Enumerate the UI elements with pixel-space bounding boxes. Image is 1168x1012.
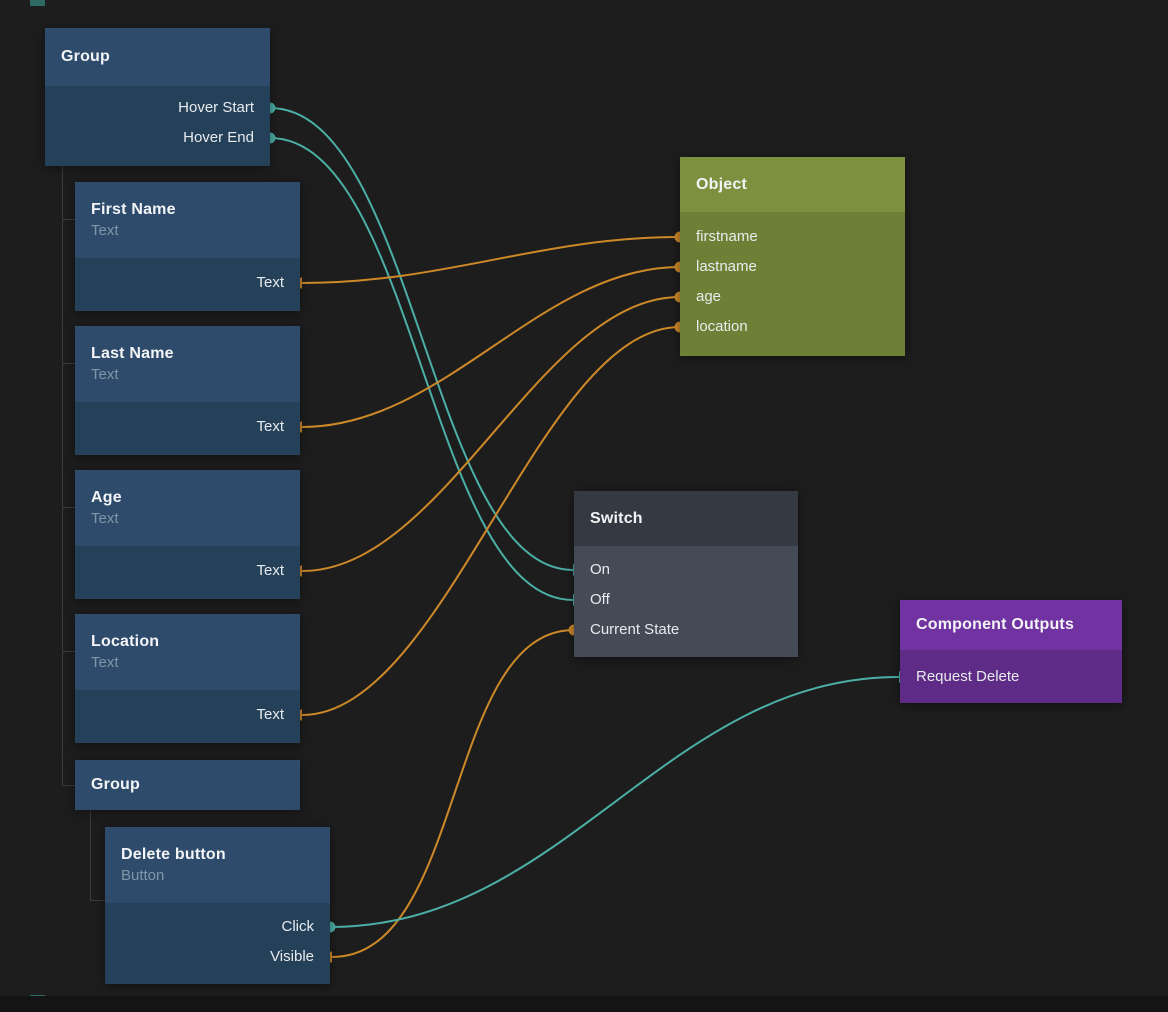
node-header: Group xyxy=(75,760,300,810)
port-label: Click xyxy=(281,918,315,935)
port-switch-current-state[interactable]: Current State xyxy=(574,615,798,645)
node-body: Text xyxy=(75,258,300,311)
node-body: firstname lastname age location xyxy=(680,212,905,356)
node-delete-button[interactable]: Delete button Button Click Visible xyxy=(105,827,330,984)
port-object-lastname[interactable]: lastname xyxy=(680,252,905,282)
bottom-bar xyxy=(0,996,1168,1012)
port-group-hover-end[interactable]: Hover End xyxy=(45,123,270,153)
port-switch-off[interactable]: Off xyxy=(574,585,798,615)
node-title: Component Outputs xyxy=(916,616,1075,633)
node-header: Switch xyxy=(574,491,798,546)
node-location[interactable]: Location Text Text xyxy=(75,614,300,743)
node-component-outputs[interactable]: Component Outputs Request Delete xyxy=(900,600,1122,703)
node-switch[interactable]: Switch On Off Current State xyxy=(574,491,798,657)
port-first-name-text[interactable]: Text xyxy=(75,268,300,298)
node-title: Switch xyxy=(590,509,643,527)
port-group-hover-start[interactable]: Hover Start xyxy=(45,93,270,123)
port-object-firstname[interactable]: firstname xyxy=(680,222,905,252)
port-label: Hover Start xyxy=(178,99,254,116)
node-type-label: Text xyxy=(91,510,119,527)
port-object-location[interactable]: location xyxy=(680,312,905,342)
node-header: Age Text xyxy=(75,470,300,546)
node-body: Hover Start Hover End xyxy=(45,86,270,166)
port-component-outputs-request-delete[interactable]: Request Delete xyxy=(900,662,1122,692)
port-object-age[interactable]: age xyxy=(680,282,905,312)
port-label: Text xyxy=(256,706,284,723)
port-label: Text xyxy=(256,562,284,579)
node-title: Last Name xyxy=(91,345,174,362)
node-body: On Off Current State xyxy=(574,546,798,657)
node-header: Component Outputs xyxy=(900,600,1122,650)
port-delete-visible[interactable]: Visible xyxy=(105,942,330,972)
node-type-label: Text xyxy=(91,654,119,671)
port-label: location xyxy=(696,318,748,335)
port-label: Hover End xyxy=(183,129,254,146)
connection-lastname-to-text[interactable] xyxy=(301,266,681,428)
node-type-label: Text xyxy=(91,222,119,239)
scroll-indicator-top[interactable] xyxy=(30,0,45,6)
node-object[interactable]: Object firstname lastname age location xyxy=(680,157,905,356)
node-header: Delete button Button xyxy=(105,827,330,903)
node-last-name[interactable]: Last Name Text Text xyxy=(75,326,300,455)
port-delete-click[interactable]: Click xyxy=(105,912,330,942)
port-label: Current State xyxy=(590,621,680,638)
node-header: Location Text xyxy=(75,614,300,690)
node-body: Click Visible xyxy=(105,903,330,984)
node-group-top[interactable]: Group Hover Start Hover End xyxy=(45,28,270,166)
connection-currentstate-to-visible[interactable] xyxy=(331,629,575,958)
node-body: Text xyxy=(75,690,300,743)
port-age-text[interactable]: Text xyxy=(75,556,300,586)
node-group-bottom[interactable]: Group xyxy=(75,760,300,810)
port-label: Request Delete xyxy=(916,668,1020,685)
port-location-text[interactable]: Text xyxy=(75,700,300,730)
port-label: Visible xyxy=(270,948,314,965)
connection-click-to-requestdelete[interactable] xyxy=(329,676,900,928)
node-title: Group xyxy=(61,48,110,65)
node-title: Group xyxy=(91,776,140,793)
node-age[interactable]: Age Text Text xyxy=(75,470,300,599)
node-body: Text xyxy=(75,546,300,599)
port-label: firstname xyxy=(696,228,758,245)
port-label: lastname xyxy=(696,258,757,275)
node-header: Object xyxy=(680,157,905,212)
node-title: Delete button xyxy=(121,846,226,863)
port-label: age xyxy=(696,288,722,305)
node-type-label: Button xyxy=(121,867,165,884)
connection-firstname-to-text[interactable] xyxy=(301,236,681,284)
port-last-name-text[interactable]: Text xyxy=(75,412,300,442)
node-title: First Name xyxy=(91,201,176,218)
node-title: Object xyxy=(696,175,747,193)
node-body: Text xyxy=(75,402,300,455)
connection-hover-start-to-on[interactable] xyxy=(269,107,574,571)
node-type-label: Text xyxy=(91,366,119,383)
node-body: Request Delete xyxy=(900,650,1122,703)
node-title: Location xyxy=(91,633,160,650)
node-title: Age xyxy=(91,489,122,506)
node-header: First Name Text xyxy=(75,182,300,258)
port-label: On xyxy=(590,561,611,578)
node-header: Group xyxy=(45,28,270,86)
port-label: Text xyxy=(256,274,284,291)
port-label: Text xyxy=(256,418,284,435)
port-switch-on[interactable]: On xyxy=(574,555,798,585)
connection-hover-end-to-off[interactable] xyxy=(269,137,574,601)
node-header: Last Name Text xyxy=(75,326,300,402)
port-label: Off xyxy=(590,591,610,608)
node-first-name[interactable]: First Name Text Text xyxy=(75,182,300,311)
